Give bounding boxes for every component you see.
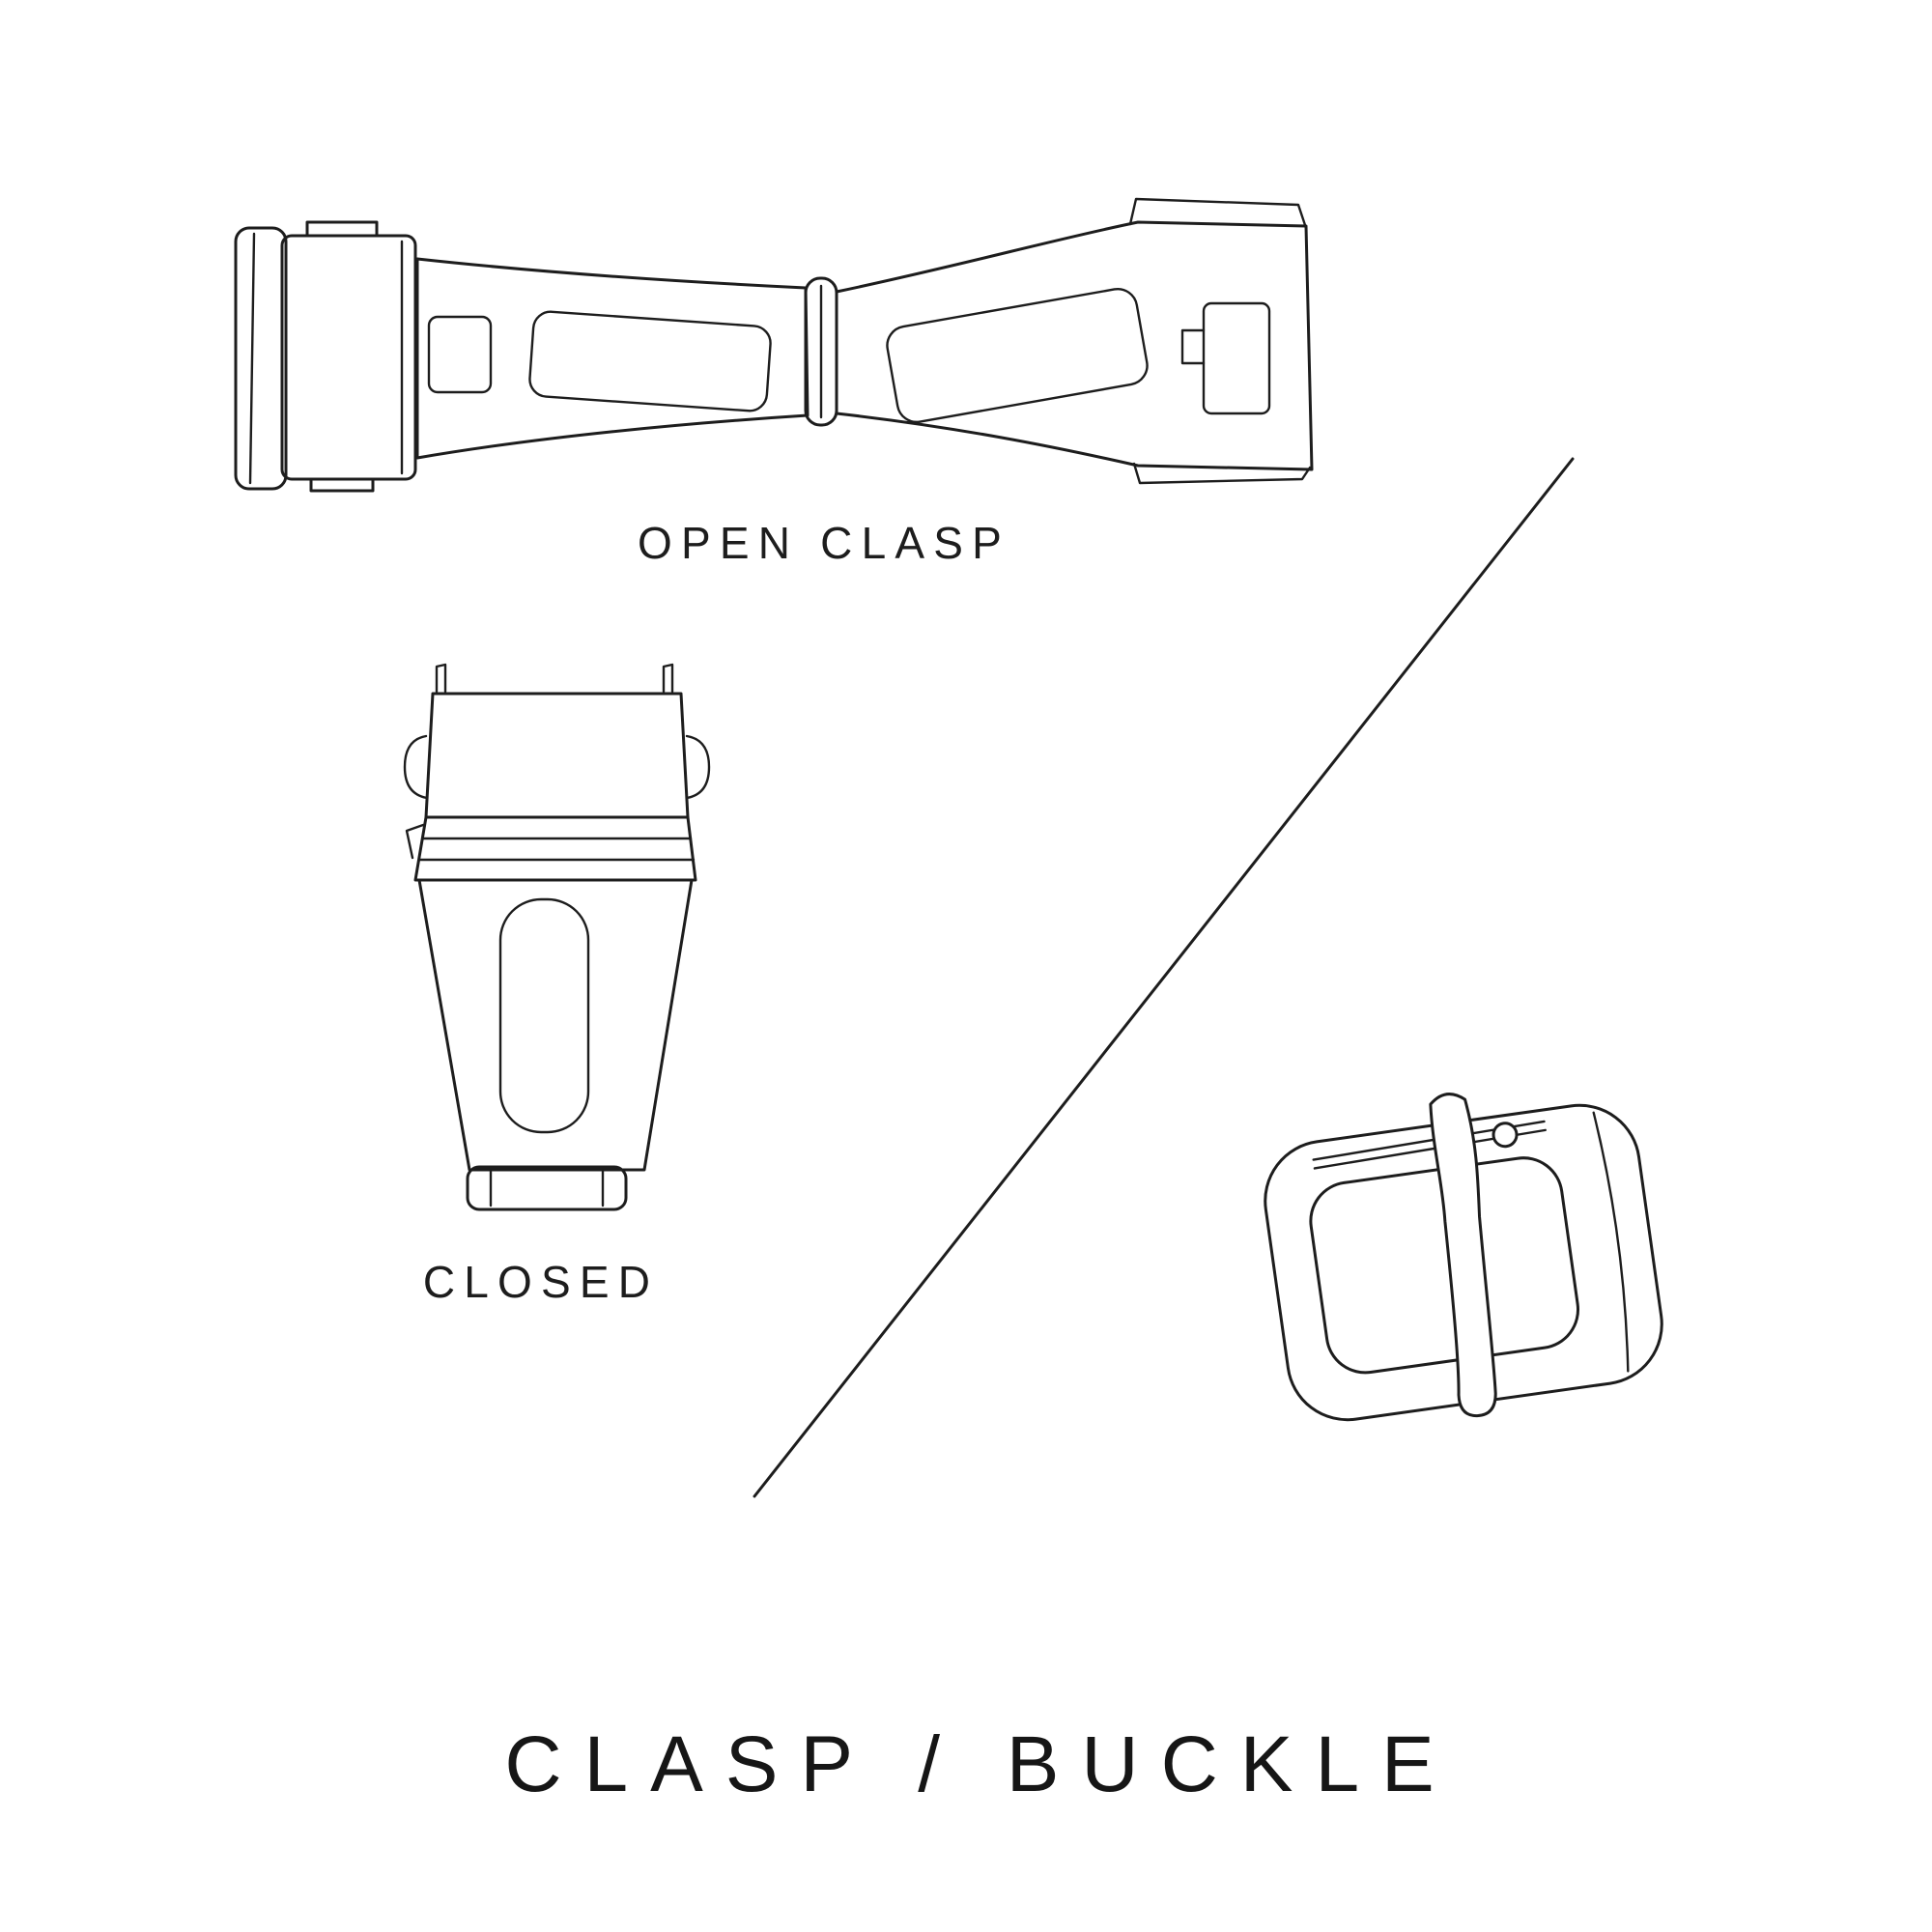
diagonal-divider-line	[753, 457, 1575, 1498]
closed-clasp-caption: CLOSED	[422, 1257, 660, 1307]
closed-clasp-illustration	[403, 663, 711, 1211]
pin-buckle-illustration	[1264, 1093, 1663, 1422]
open-clasp-caption: OPEN CLASP	[638, 518, 1010, 568]
page-title: CLASP / BUCKLE	[504, 1720, 1457, 1808]
open-clasp-illustration	[234, 197, 1314, 493]
